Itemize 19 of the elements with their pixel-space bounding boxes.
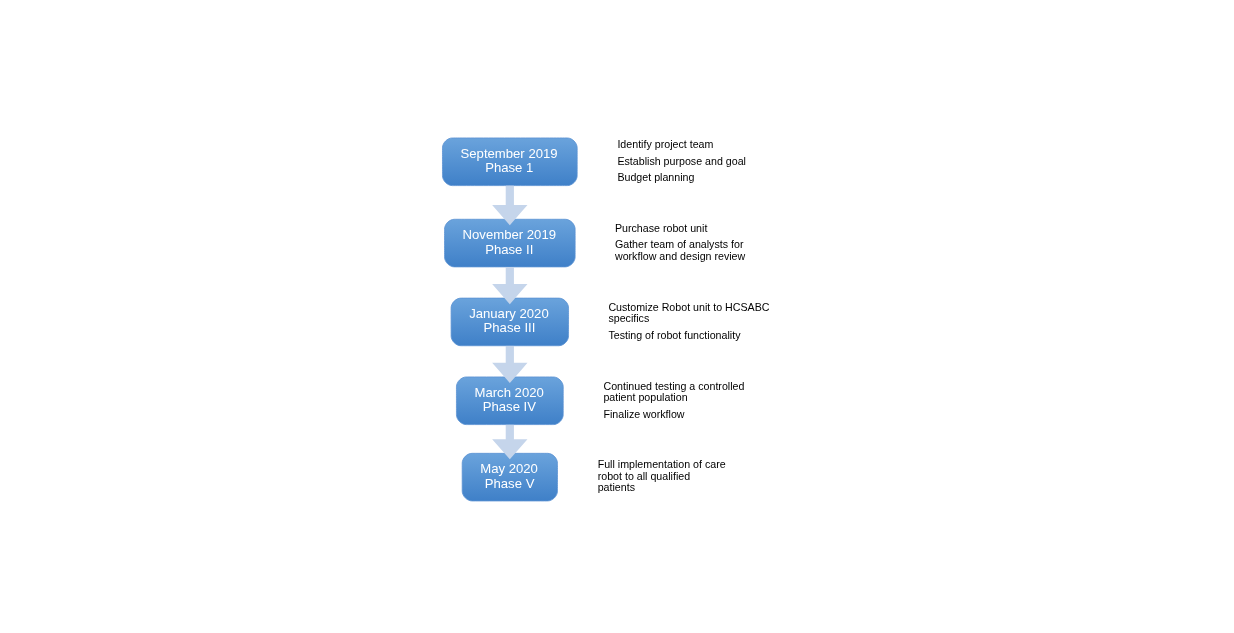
- node-box: May 2020 Phase V: [461, 452, 558, 501]
- node-label: Full implementation of care robot to all qualified patients: [597, 457, 726, 493]
- arrow: [492, 424, 528, 459]
- node-box: January 2020 Phase III: [450, 297, 569, 346]
- node-label: Customize Robot unit to HCSABC specifics: [608, 300, 770, 324]
- arrow: [492, 185, 528, 225]
- node-label: Continued testing a controlled patient population: [603, 379, 745, 403]
- arrow: [492, 266, 528, 304]
- node-label: Budget planning: [617, 170, 695, 183]
- node-box: September 2019 Phase 1: [442, 137, 578, 186]
- node-box: November 2019 Phase II: [444, 218, 576, 267]
- node-box: March 2020 Phase IV: [456, 376, 564, 425]
- node-label: Identify project team: [617, 137, 714, 150]
- node-label: Finalize workflow: [603, 407, 685, 420]
- node-label: Testing of robot functionality: [608, 328, 741, 341]
- node-label: Establish purpose and goal: [617, 154, 746, 167]
- node-label: Purchase robot unit: [614, 221, 708, 234]
- node-label: Gather team of analysts for workflow and design review: [614, 237, 746, 262]
- arrow: [492, 345, 528, 383]
